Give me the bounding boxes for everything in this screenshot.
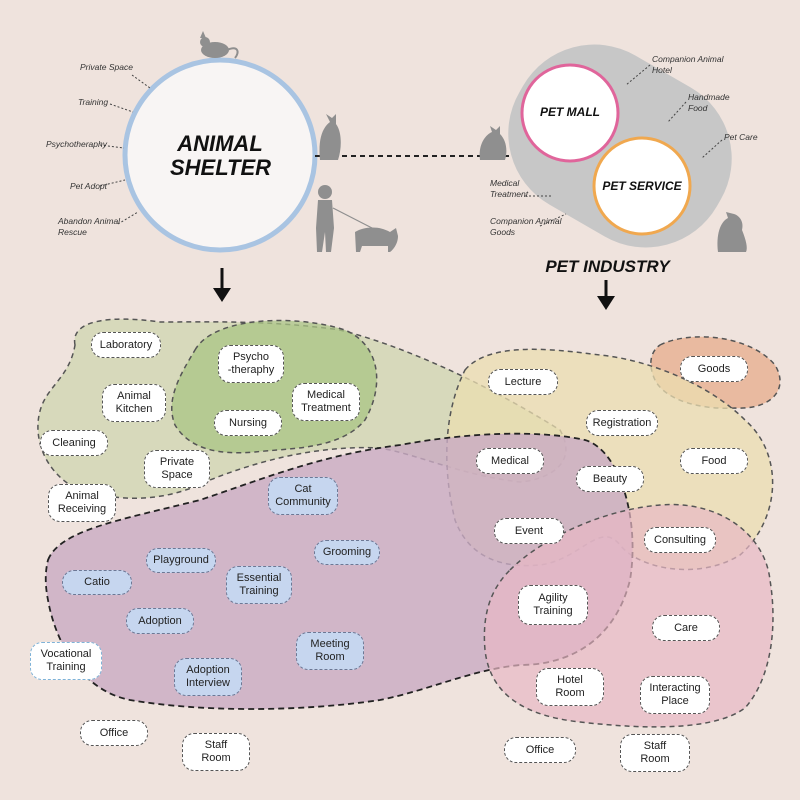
pill-psychotherapy: Psycho -theraphy	[218, 345, 284, 383]
leader-line	[625, 64, 651, 86]
pill-goods: Goods	[680, 356, 748, 382]
pill-office-right: Office	[504, 737, 576, 763]
standing-cat-icon	[319, 114, 341, 160]
industry-label-goods: Companion Animal Goods	[490, 216, 562, 237]
pet-mall-title: PET MALL	[540, 105, 600, 119]
pill-vocational-training: Vocational Training	[30, 642, 102, 680]
shelter-label-pet-adopt: Pet Adopt	[70, 181, 108, 191]
down-arrow-industry-icon	[597, 280, 615, 310]
industry-label-food: Handmade Food	[688, 92, 730, 113]
leader-line	[131, 74, 151, 89]
shelter-label-psychotherapy: Psychotheraphy	[46, 139, 107, 149]
pet-service-title: PET SERVICE	[602, 179, 682, 193]
pill-staff-room-left: Staff Room	[182, 733, 250, 771]
pill-cleaning: Cleaning	[40, 430, 108, 456]
pill-staff-room-right: Staff Room	[620, 734, 690, 772]
pill-playground: Playground	[146, 548, 216, 573]
pill-meeting-room: Meeting Room	[296, 632, 364, 670]
pill-cat-community: Cat Community	[268, 477, 338, 515]
pill-private-space: Private Space	[144, 450, 210, 488]
down-arrow-shelter-icon	[213, 268, 231, 302]
pet-service-circle	[592, 136, 692, 236]
industry-label-care: Pet Care	[724, 132, 758, 142]
pill-agility-training: Agility Training	[518, 585, 588, 625]
pill-animal-receiving: Animal Receiving	[48, 484, 116, 522]
pill-beauty: Beauty	[576, 466, 644, 492]
pill-adoption: Adoption	[126, 608, 194, 634]
shelter-label-private-space: Private Space	[80, 62, 133, 72]
cat-silhouette-icon	[200, 31, 239, 59]
pill-essential-training: Essential Training	[226, 566, 292, 604]
leader-line	[109, 103, 134, 113]
pill-nursing: Nursing	[214, 410, 282, 436]
person-with-dog-icon	[316, 185, 398, 252]
pill-food: Food	[680, 448, 748, 474]
pill-interacting-place: Interacting Place	[640, 676, 710, 714]
pill-medical-treatment: Medical Treatment	[292, 383, 360, 421]
pill-care: Care	[652, 615, 720, 641]
industry-label-hotel: Companion Animal Hotel	[652, 54, 724, 75]
pill-laboratory: Laboratory	[91, 332, 161, 358]
pet-industry-title: PET INDUSTRY	[545, 257, 670, 276]
pill-lecture: Lecture	[488, 369, 558, 395]
pill-grooming: Grooming	[314, 540, 380, 565]
leader-line	[539, 213, 567, 227]
pill-medical: Medical	[476, 448, 544, 474]
pill-event: Event	[494, 518, 564, 544]
leader-line	[99, 144, 125, 149]
sitting-cat-icon	[479, 126, 507, 160]
leader-line	[701, 139, 723, 159]
leader-line	[99, 179, 126, 187]
pill-adoption-interview: Adoption Interview	[174, 658, 242, 696]
sitting-dog-icon	[717, 212, 747, 252]
pill-animal-kitchen: Animal Kitchen	[102, 384, 166, 422]
shelter-label-training: Training	[78, 97, 109, 107]
pill-catio: Catio	[62, 570, 132, 595]
pet-mall-circle	[520, 63, 620, 163]
leader-line	[667, 101, 687, 123]
pill-office-left: Office	[80, 720, 148, 746]
pill-registration: Registration	[586, 410, 658, 436]
pill-consulting: Consulting	[644, 527, 716, 553]
leader-line	[117, 211, 139, 225]
shelter-label-abandon-rescue: Abandon Animal Rescue	[58, 216, 121, 237]
animal-shelter-title: ANIMAL SHELTER	[170, 131, 272, 181]
industry-label-medical: Medical Treatment	[490, 178, 529, 199]
pill-hotel-room: Hotel Room	[536, 668, 604, 706]
